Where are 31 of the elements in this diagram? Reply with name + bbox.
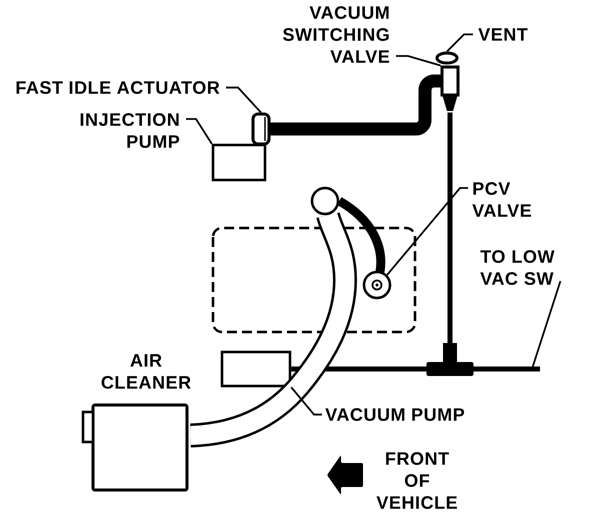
- hose: [474, 366, 540, 372]
- leader-line: [386, 187, 468, 276]
- actuator-fitting: [252, 112, 270, 146]
- part-label: VACUUM PUMP: [325, 408, 464, 421]
- hose: [448, 112, 452, 343]
- part-label: AIR CLEANER: [102, 354, 191, 389]
- part-label: INJECTION PUMP: [80, 113, 180, 148]
- leader-line: [531, 280, 562, 370]
- part-label: VENT: [478, 28, 528, 41]
- vent-cap: [436, 52, 458, 64]
- pump-box: [220, 350, 292, 388]
- leader-line: [186, 118, 213, 144]
- pump-box: [212, 144, 266, 182]
- hose: [270, 74, 440, 136]
- tube-fitting: [310, 186, 340, 216]
- part-label: VACUUM SWITCHING VALVE: [283, 6, 390, 63]
- valve-fitting: [362, 270, 392, 300]
- leader-line: [226, 86, 262, 114]
- leader-line: [290, 386, 322, 416]
- hose: [291, 366, 426, 372]
- leader-line: [396, 55, 441, 66]
- leader-line: [446, 34, 473, 52]
- air-cleaner-box: [82, 404, 188, 492]
- tee-fitting: [426, 343, 474, 376]
- direction-label: FRONT OF VEHICLE: [376, 452, 457, 509]
- part-label: TO LOW VAC SW: [480, 250, 554, 285]
- tube: [190, 212, 357, 448]
- part-label: PCV VALVE: [472, 182, 531, 217]
- valve-body: [440, 66, 460, 111]
- part-label: FAST IDLE ACTUATOR: [16, 81, 220, 94]
- hose: [336, 197, 386, 272]
